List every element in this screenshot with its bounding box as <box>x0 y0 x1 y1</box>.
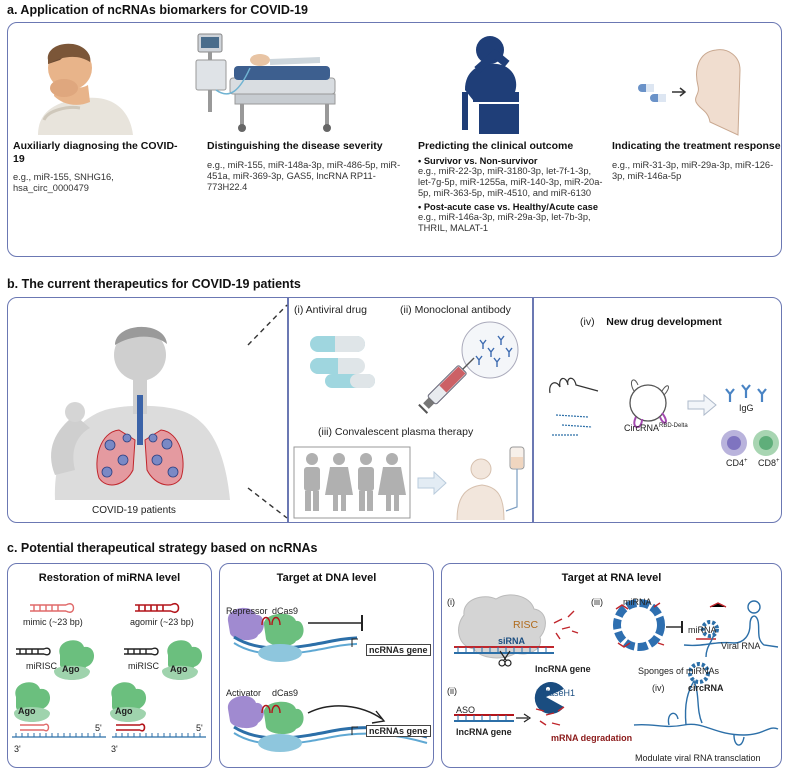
outcome-text2: e.g., miR-146a-3p, miR-29a-3p, let-7b-3p… <box>418 212 591 234</box>
dcas9-label-2: dCas9 <box>272 688 299 698</box>
lncrna-gene-label: lncRNA gene <box>535 664 591 674</box>
three-prime-1: 3' <box>14 744 21 754</box>
cd4-label: CD4+ <box>726 458 748 468</box>
ago-label-4: Ago <box>115 706 133 716</box>
agomir-label: agomir (~23 bp) <box>130 617 194 627</box>
dcas9-label-1: dCas9 <box>272 606 299 616</box>
risc-label: RISC <box>513 619 539 631</box>
cd8-label: CD8+ <box>758 458 780 468</box>
rna-iii-label: (iii) <box>591 597 603 607</box>
ago-label-1: Ago <box>62 664 80 674</box>
treatment-text: e.g., miR-31-3p, miR-29a-3p, miR-126-3p,… <box>612 159 774 181</box>
plasma-therapy-icon <box>293 446 525 521</box>
dna-title: Target at DNA level <box>276 572 377 584</box>
rna-i-label: (i) <box>447 597 455 607</box>
monoclonal-label: (ii) Monoclonal antibody <box>400 304 511 316</box>
biomarker-severity: Distinguishing the disease severity e.g.… <box>207 140 402 193</box>
outcome-sub1: • Survivor vs. Non-survivor <box>418 155 538 166</box>
rna-panel <box>441 563 782 768</box>
divider-b2 <box>532 297 534 523</box>
sponges-label: Sponges of miRNAs <box>638 666 720 676</box>
outcome-sub2: • Post-acute case vs. Healthy/Acute case <box>418 202 598 213</box>
cd4-sup: + <box>744 458 748 464</box>
hospital-bed-icon <box>195 33 336 132</box>
circrna-label: CircRNARBD-Delta <box>624 423 688 433</box>
rnaseh1-label: RNaseH1 <box>536 688 576 698</box>
outcome-text1: e.g., miR-22-3p, miR-3180-3p, let-7f-1-3… <box>418 165 603 198</box>
sirna-label: siRNA <box>498 636 526 646</box>
coughing-person-icon <box>38 43 133 135</box>
section-a-title: a. Application of ncRNAs biomarkers for … <box>7 3 308 17</box>
five-prime-1: 5' <box>95 723 102 733</box>
repressor-label: Repressor <box>226 606 268 616</box>
severity-text: e.g., miR-155, miR-148a-3p, miR-486-5p, … <box>207 159 401 192</box>
patient-label: COVID-19 patients <box>92 505 176 516</box>
rna-targeting-diagram <box>454 594 779 746</box>
section-b-title: b. The current therapeutics for COVID-19… <box>7 277 301 291</box>
igg-label: IgG <box>739 403 754 413</box>
mirna-label-1: miRNA <box>623 597 652 607</box>
mrna-degradation-label: mRNA degradation <box>551 733 633 743</box>
syringe-antibody-icon <box>418 321 519 414</box>
diagnosis-text: e.g., miR-155, SNHG16, hsa_circ_0000479 <box>13 172 114 194</box>
diagnosis-heading: Auxiliarly diagnosing the COVID-19 <box>13 140 178 165</box>
treatment-heading: Indicating the treatment response <box>612 140 781 152</box>
viral-rna-label: Viral RNA <box>721 641 761 651</box>
rna-ii-label: (ii) <box>447 686 457 696</box>
new-drug-header: (iv) New drug development <box>580 316 722 328</box>
modulate-label: Modulate viral RNA transclation <box>635 753 761 763</box>
cd8-sup: + <box>776 458 780 464</box>
new-drug-num: (iv) <box>580 316 595 328</box>
cd4-text: CD4 <box>726 458 745 468</box>
severity-heading: Distinguishing the disease severity <box>207 140 383 152</box>
mirna-label-2: miRNA <box>688 625 717 635</box>
antiviral-label: (i) Antiviral drug <box>294 304 367 316</box>
mirisc-label-2: miRISC <box>128 661 159 671</box>
circrna-sup: RBD-Delta <box>659 423 688 429</box>
biomarker-treatment: Indicating the treatment response e.g., … <box>612 140 782 182</box>
section-a-panel <box>7 22 782 257</box>
section-c-title: c. Potential therapeutical strategy base… <box>7 541 318 555</box>
lncrna-gene-label-2: lncRNA gene <box>456 727 512 737</box>
restoration-title: Restoration of miRNA level <box>38 572 181 584</box>
worried-person-icon <box>462 36 519 134</box>
outcome-heading: Predicting the clinical outcome <box>418 140 574 152</box>
circrna-name: CircRNA <box>624 423 659 433</box>
biomarker-outcome: Predicting the clinical outcome • Surviv… <box>418 140 603 235</box>
ncrna-gene-label-1: ncRNAs gene <box>366 644 431 656</box>
rna-iv-label: (iv) <box>652 683 665 693</box>
new-drug-title: New drug development <box>606 316 722 328</box>
activator-label: Activator <box>226 688 262 698</box>
plasma-label: (iii) Convalescent plasma therapy <box>318 426 474 438</box>
five-prime-2: 5' <box>196 723 203 733</box>
mirna-restoration-diagram <box>12 602 206 738</box>
outcome-sub2-label: Post-acute case vs. Healthy/Acute case <box>423 202 598 213</box>
patient-lungs-figure <box>51 326 231 500</box>
ago-label-3: Ago <box>18 706 36 716</box>
capsule-icon <box>310 336 375 388</box>
three-prime-2: 3' <box>111 744 118 754</box>
outcome-sub1-label: Survivor vs. Non-survivor <box>423 155 538 166</box>
biomarker-diagnosis: Auxiliarly diagnosing the COVID-19 e.g.,… <box>13 140 188 194</box>
ago-label-2: Ago <box>170 664 188 674</box>
rna-title: Target at RNA level <box>561 572 662 584</box>
cd8-text: CD8 <box>758 458 777 468</box>
mirisc-label-1: miRISC <box>26 661 57 671</box>
ncrna-gene-label-2: ncRNAs gene <box>366 725 431 737</box>
divider-b1 <box>287 297 289 523</box>
circrna-iv-label: circRNA <box>688 683 724 693</box>
pill-patient-icon <box>638 49 741 136</box>
circrna-vaccine-diagram <box>549 377 779 456</box>
mimic-label: mimic (~23 bp) <box>23 617 83 627</box>
aso-label: ASO <box>456 705 476 715</box>
